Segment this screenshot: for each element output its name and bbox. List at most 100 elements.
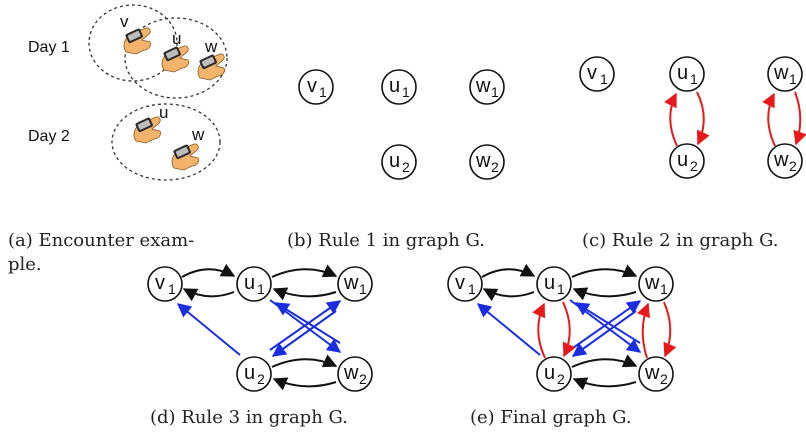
- node-w2: w 2: [337, 356, 373, 392]
- node-u2: u 2: [236, 356, 272, 392]
- day2-node-w-label: w: [191, 125, 205, 144]
- day1-range-circle-v: [88, 4, 178, 82]
- node-label: w: [475, 75, 491, 97]
- day2-label: Day 2: [28, 128, 70, 145]
- node-subscript: 1: [319, 84, 327, 100]
- node-u2: u 2: [381, 144, 417, 180]
- node-w1: w 1: [638, 266, 674, 302]
- node-subscript: 1: [660, 281, 668, 297]
- node-label: u: [677, 62, 688, 84]
- red-edge-u2-u1: [664, 92, 678, 147]
- node-subscript: 1: [789, 71, 797, 87]
- red-edge-u1-u2: [696, 91, 710, 146]
- day2-range-circle: [111, 103, 221, 181]
- node-label: v: [587, 62, 597, 84]
- black-edge-u1-v1: [482, 288, 535, 302]
- node-label: w: [343, 362, 359, 384]
- caption-e: (e) Final graph G.: [470, 407, 632, 428]
- black-edge-u1-w1: [271, 264, 338, 278]
- node-label: w: [773, 62, 789, 84]
- blue-edge-u2-v1: [176, 303, 241, 356]
- node-subscript: 1: [557, 281, 565, 297]
- node-subscript: 1: [468, 281, 476, 297]
- node-v1: v 1: [579, 56, 615, 92]
- black-edge-u1-w1: [571, 264, 638, 278]
- panel-c-rule2: v 1 u 1 w 1 u 2 w 2 (c) Rule 2 in graph …: [579, 56, 806, 251]
- node-subscript: 1: [600, 71, 608, 87]
- blue-edge-w1-u2: [571, 310, 637, 357]
- caption-c: (c) Rule 2 in graph G.: [582, 230, 779, 251]
- node-subscript: 2: [660, 371, 668, 387]
- caption-a-line1: (a) Encounter exam-: [8, 230, 194, 251]
- node-v1: v 1: [147, 266, 183, 302]
- node-w1: w 1: [767, 56, 803, 92]
- node-w2: w 2: [638, 356, 674, 392]
- node-u2: u 2: [536, 356, 572, 392]
- black-edge-u2-w2: [571, 354, 638, 368]
- caption-b: (b) Rule 1 in graph G.: [287, 230, 485, 251]
- black-edge-w2-u2: [572, 377, 637, 391]
- node-label: w: [343, 272, 359, 294]
- handheld-device-icon: [161, 45, 190, 73]
- node-v1: v 1: [447, 266, 483, 302]
- node-u1: u 1: [381, 69, 417, 105]
- handheld-device-icon: [197, 53, 226, 81]
- black-edge-u1-v1: [182, 288, 235, 302]
- panel-e-final-graph: v 1 u 1 w 1 u 2 w 2 (e) Final graph G.: [447, 263, 677, 428]
- blue-edge-u2-v1: [476, 303, 541, 356]
- node-label: w: [773, 149, 789, 171]
- node-label: u: [389, 150, 400, 172]
- node-label: u: [389, 75, 400, 97]
- black-edge-v1-u1: [181, 263, 236, 278]
- node-subscript: 1: [491, 84, 499, 100]
- node-subscript: 1: [168, 281, 176, 297]
- node-label: u: [544, 362, 555, 384]
- red-edge-w2-w1: [762, 92, 776, 147]
- black-edge-w1-u1: [272, 287, 337, 301]
- node-label: v: [155, 272, 165, 294]
- black-edge-w2-u2: [272, 377, 337, 391]
- red-edge-w1-w2: [793, 91, 806, 146]
- node-w2: w 2: [767, 143, 803, 179]
- day1-node-w-label: w: [204, 37, 218, 56]
- day1-node-v-label: v: [120, 12, 129, 31]
- blue-edge-w2-u1: [574, 302, 641, 344]
- node-u1: u 1: [669, 56, 705, 92]
- node-label: w: [644, 362, 660, 384]
- blue-edge-w1-u2: [271, 310, 337, 357]
- blue-edge-w2-u1: [274, 302, 341, 344]
- red-edge-w1-w2: [663, 301, 677, 358]
- handheld-device-icon: [133, 116, 162, 144]
- caption-a-line2: ple.: [8, 254, 42, 275]
- node-label: u: [677, 149, 688, 171]
- panel-d-rule3: v 1 u 1 w 1 u 2 w 2 (d) Rule 3 in graph …: [147, 263, 373, 428]
- node-label: u: [244, 362, 255, 384]
- node-label: v: [455, 272, 465, 294]
- node-subscript: 1: [359, 281, 367, 297]
- node-subscript: 1: [257, 281, 265, 297]
- day1-node-u-label: u: [172, 29, 181, 48]
- node-w1: w 1: [469, 69, 505, 105]
- day2-node-u-label: u: [159, 103, 168, 122]
- node-label: w: [644, 272, 660, 294]
- node-u1: u 1: [236, 266, 272, 302]
- node-subscript: 1: [402, 84, 410, 100]
- node-subscript: 1: [690, 71, 698, 87]
- node-label: u: [244, 272, 255, 294]
- node-subscript: 2: [491, 159, 499, 175]
- day1-label: Day 1: [28, 39, 70, 56]
- red-edge-u2-u1: [532, 302, 546, 359]
- node-u1: u 1: [536, 266, 572, 302]
- red-edge-w2-w1: [636, 302, 651, 359]
- black-edge-u2-w2: [271, 354, 338, 368]
- node-label: v: [307, 75, 317, 97]
- node-subscript: 2: [557, 371, 565, 387]
- handheld-device-icon: [123, 27, 152, 55]
- node-u2: u 2: [669, 143, 705, 179]
- day1-range-circle-u: [124, 17, 228, 99]
- node-subscript: 2: [789, 158, 797, 174]
- handheld-device-icon: [171, 143, 200, 171]
- panel-a-encounter-example: Day 1 Day 2 v u w u w (a) Encounter exam…: [8, 4, 228, 275]
- node-v1: v 1: [298, 69, 334, 105]
